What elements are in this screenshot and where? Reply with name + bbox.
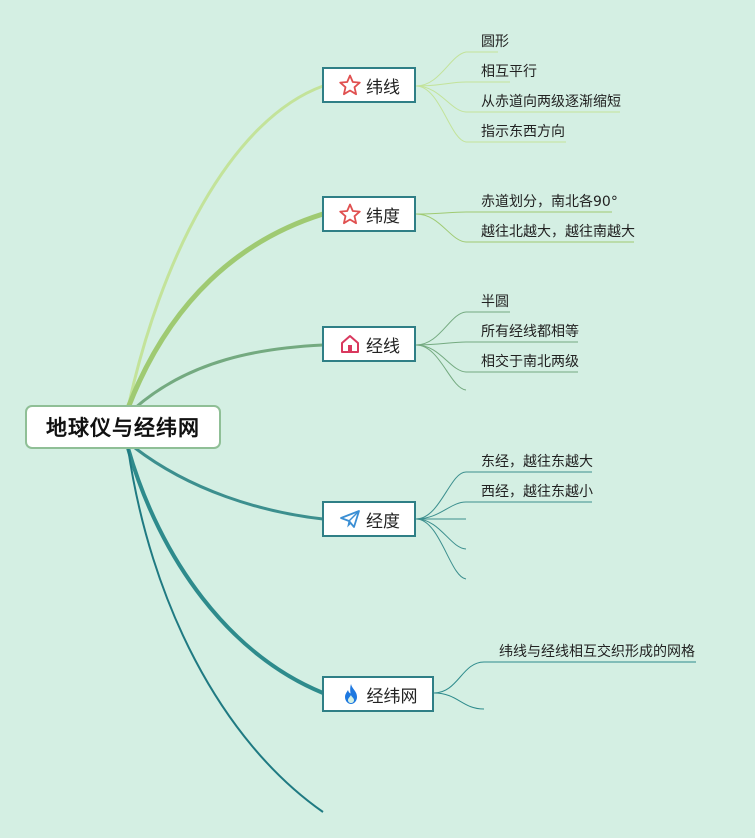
leaf-text[interactable]: 圆形 [481,34,509,50]
latitude-child-connectors [415,211,634,243]
leaf-text[interactable]: 所有经线都相等 [481,324,579,340]
leaf-text[interactable]: 西经，越往东越小 [481,484,593,500]
topic-weft[interactable]: 纬线 [322,67,416,103]
topic-meridian[interactable]: 经线 [322,326,416,362]
star-icon [338,202,362,226]
topic-label: 纬线 [366,77,400,98]
branch-latitude [125,211,324,409]
leaf-text[interactable]: 越往北越大，越往南越大 [481,224,635,240]
topic-grid[interactable]: 经纬网 [322,676,434,712]
topic-label: 经度 [366,511,400,532]
topic-latitude[interactable]: 纬度 [322,196,416,232]
grid-child-connectors [433,661,696,710]
topic-label: 纬度 [366,206,400,227]
branch-tail [127,447,324,813]
leaf-text[interactable]: 相互平行 [481,64,537,80]
branch-meridian [134,343,324,410]
leaf-text[interactable]: 从赤道向两级逐渐缩短 [481,94,621,110]
paper-plane-icon [338,507,362,531]
house-icon [338,332,362,356]
leaf-text[interactable]: 指示东西方向 [481,124,565,140]
longitude-child-connectors [415,471,592,580]
flame-icon [339,682,363,706]
leaf-text[interactable]: 东经，越往东越大 [481,454,593,470]
root-topic[interactable]: 地球仪与经纬网 [25,405,221,449]
meridian-child-connectors [415,311,578,391]
topic-longitude[interactable]: 经度 [322,501,416,537]
branch-weft [126,84,324,409]
topic-label: 经线 [366,336,400,357]
root-label: 地球仪与经纬网 [46,416,200,440]
leaf-text[interactable]: 半圆 [481,294,509,310]
leaf-text[interactable]: 相交于南北两级 [481,354,579,370]
leaf-text[interactable]: 赤道划分，南北各90° [481,194,618,210]
branch-longitude [134,446,324,521]
topic-label: 经纬网 [366,686,418,707]
branch-grid [126,447,324,695]
star-icon [338,73,362,97]
weft-child-connectors [415,51,620,143]
leaf-text[interactable]: 纬线与经线相互交织形成的网格 [499,644,695,660]
